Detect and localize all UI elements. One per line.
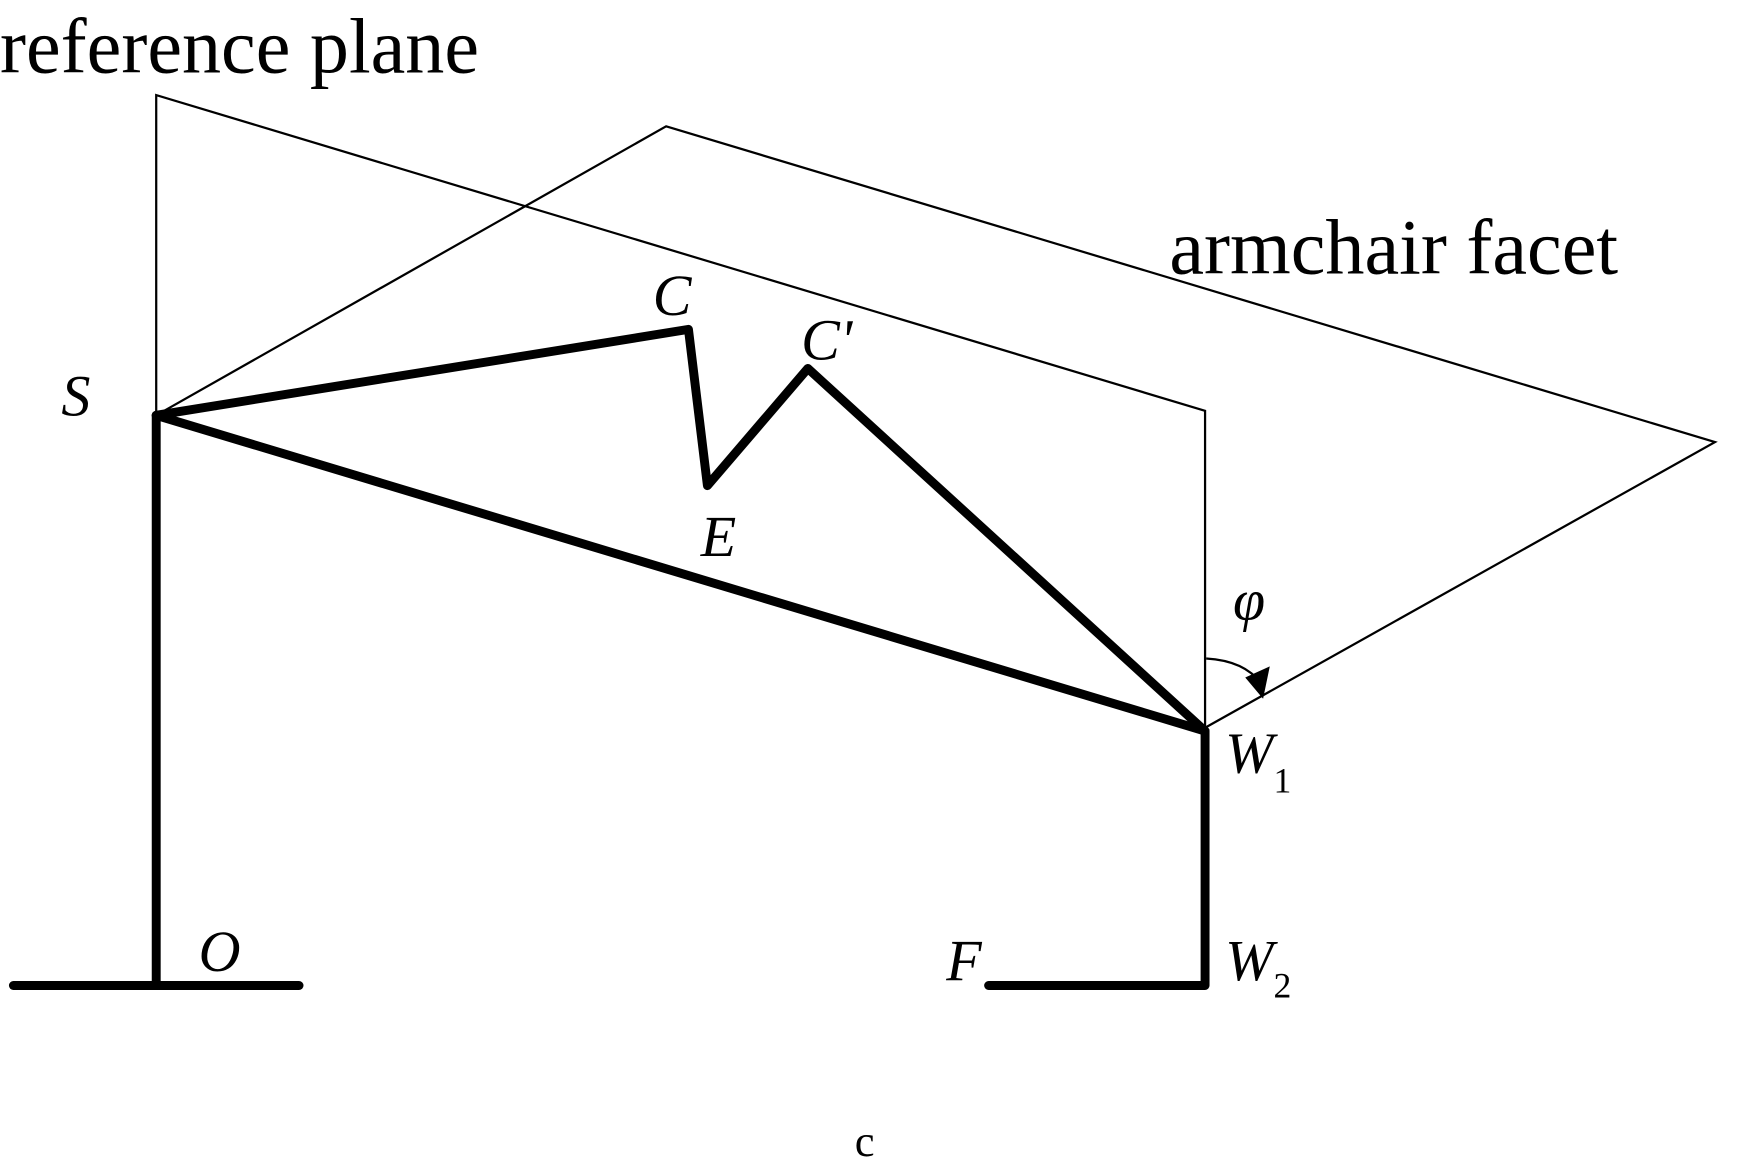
armchair-facet-outline xyxy=(155,125,1718,729)
label-w2-main: W xyxy=(1225,928,1278,993)
figure-caption: c xyxy=(855,1116,875,1162)
label-f: F xyxy=(945,928,982,993)
bond-path-s-c-e-cprime-w1 xyxy=(151,324,1210,736)
armchair-facet-label: armchair facet xyxy=(1169,204,1618,291)
label-c: C xyxy=(653,263,693,328)
label-w2-sub: 2 xyxy=(1273,966,1291,1006)
label-w2: W2 xyxy=(1225,928,1291,1006)
label-w1: W1 xyxy=(1225,720,1291,800)
bond-s-w1 xyxy=(151,410,1210,736)
reference-plane-label: reference plane xyxy=(0,3,479,90)
label-o: O xyxy=(199,919,241,984)
bond-w1-w2-f xyxy=(984,726,1210,990)
label-e: E xyxy=(700,504,736,569)
angle-arrowhead-icon xyxy=(1245,666,1270,699)
reference-plane-outline xyxy=(155,93,1207,728)
label-s: S xyxy=(61,363,90,428)
label-w1-main: W xyxy=(1225,720,1278,785)
label-phi: φ xyxy=(1233,567,1265,632)
label-c-prime: C' xyxy=(801,308,854,373)
label-w1-sub: 1 xyxy=(1273,760,1291,800)
